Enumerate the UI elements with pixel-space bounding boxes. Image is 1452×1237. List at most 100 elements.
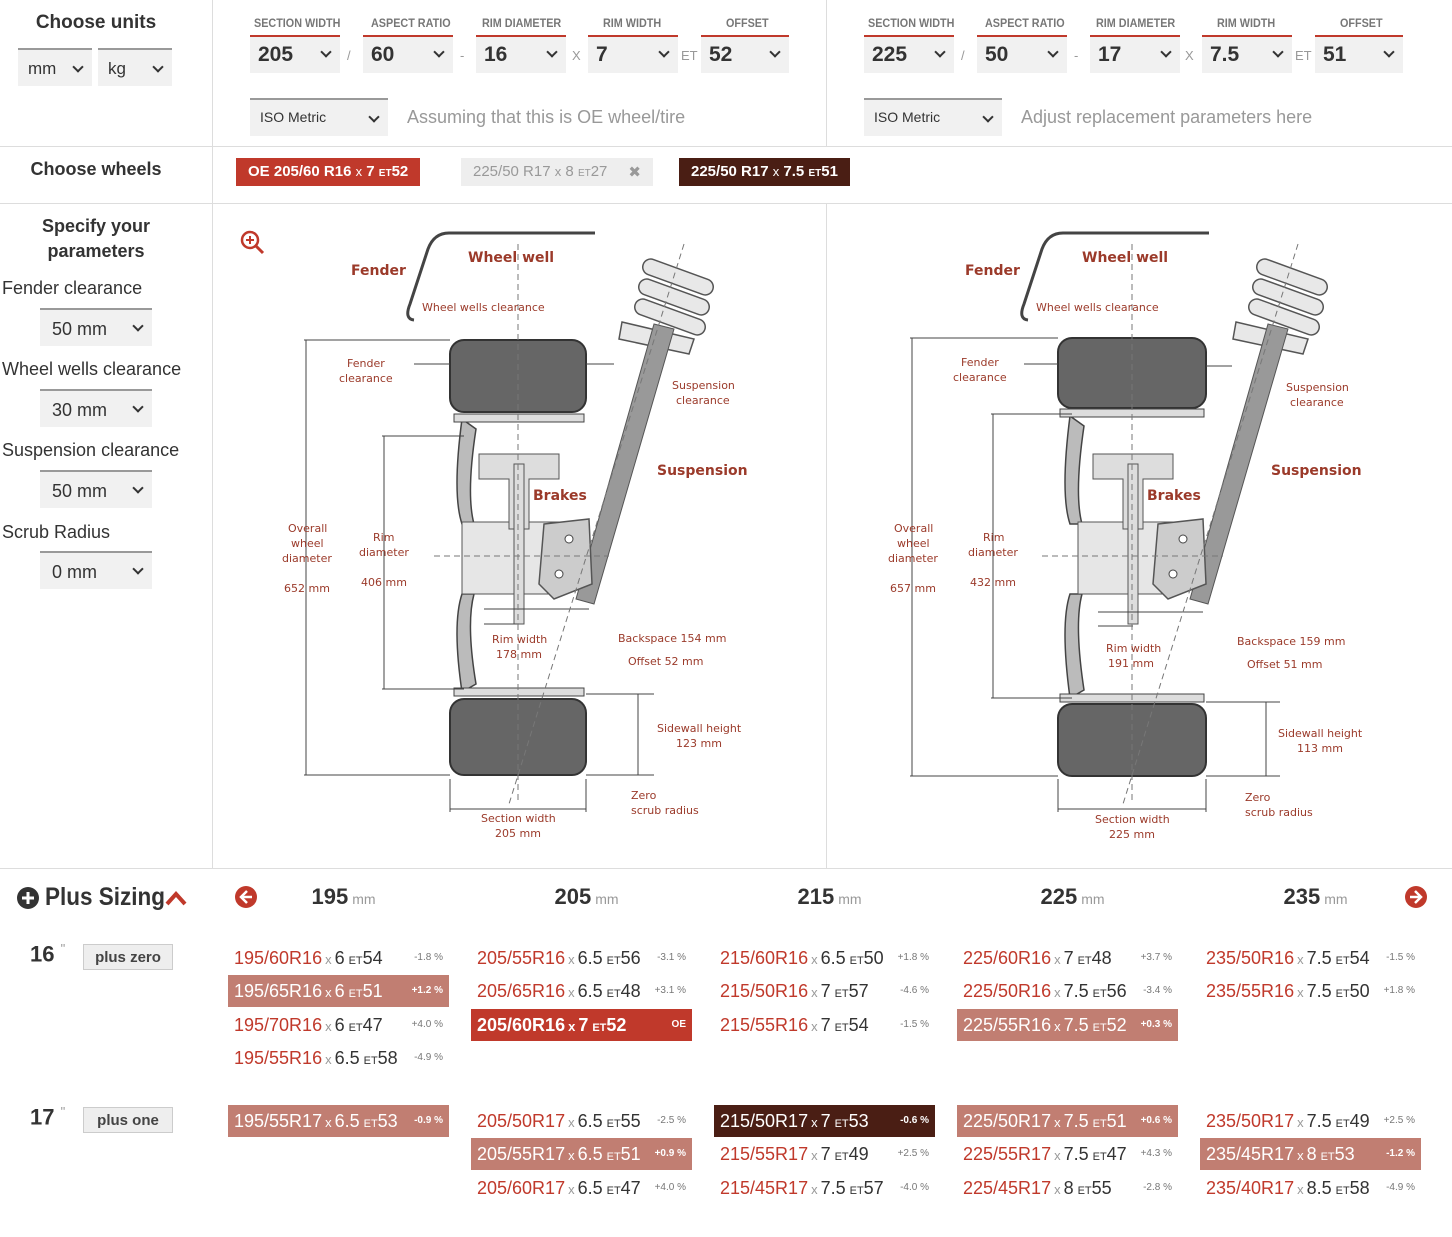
- weight-unit-select[interactable]: kg: [98, 48, 172, 86]
- wheel-chip-replacement[interactable]: 225/50 R17 x 7.5 ET51: [679, 158, 850, 186]
- fender-clearance-select[interactable]: 50 mm: [40, 308, 152, 346]
- rim-width: 6.5: [334, 1111, 360, 1131]
- zoom-in-icon[interactable]: [240, 230, 266, 256]
- aspect-ratio-value: 50: [985, 43, 1009, 66]
- chevron-up-icon[interactable]: [164, 889, 188, 907]
- arrow-right-icon[interactable]: [1405, 886, 1427, 908]
- rim-width: 6.5: [577, 1144, 603, 1164]
- offset-label: OFFSET: [1340, 16, 1383, 30]
- length-unit-select[interactable]: mm: [18, 48, 92, 86]
- plus-circle-icon[interactable]: [17, 887, 39, 909]
- offset-value: 52: [709, 43, 733, 66]
- offset: 56: [620, 948, 641, 968]
- offset: 55: [1091, 1178, 1112, 1198]
- close-icon[interactable]: ✖: [628, 164, 641, 181]
- chip-width: 7.5: [783, 163, 805, 180]
- rim-diameter-select[interactable]: 17: [1090, 35, 1180, 73]
- column-unit: mm: [352, 891, 376, 907]
- offset-select[interactable]: 51: [1315, 35, 1403, 73]
- chevron-down-icon: [320, 46, 332, 58]
- label-sidewall: Sidewall height: [657, 722, 742, 735]
- label-rim-2: diameter: [359, 546, 409, 559]
- label-rim-width: Rim width: [492, 633, 547, 646]
- suspension-clearance-select[interactable]: 50 mm: [40, 470, 152, 508]
- aspect-ratio-select[interactable]: 50: [977, 35, 1067, 73]
- wheel-chip-oe[interactable]: OE 205/60 R16 x 7 ET52: [236, 158, 421, 186]
- separator: -: [460, 48, 465, 63]
- plus-sizing-title[interactable]: Plus Sizing: [45, 883, 166, 911]
- offset: 53: [377, 1111, 398, 1131]
- standard-value: ISO Metric: [874, 109, 941, 125]
- scrub-radius-select[interactable]: 0 mm: [40, 551, 152, 589]
- rim-width: 7: [578, 1015, 589, 1035]
- rim-diameter-select[interactable]: 16: [476, 35, 566, 73]
- rim-width: 6: [334, 1015, 345, 1035]
- standard-select[interactable]: ISO Metric: [250, 98, 388, 136]
- wheel-drawing: [910, 231, 1329, 812]
- rim-width-select[interactable]: 7.5: [1202, 35, 1292, 73]
- label-offset: Offset 52 mm: [628, 655, 704, 668]
- diameter-change: OE: [671, 1019, 686, 1030]
- et-label: ET: [1077, 1185, 1092, 1197]
- tire-size: 235/45R17: [1206, 1144, 1295, 1164]
- inch-mark: ": [60, 1104, 66, 1119]
- wheel-chip-compare[interactable]: 225/50 R17 x 8 ET27 ✖: [461, 158, 653, 186]
- label-overall-2: wheel: [897, 537, 930, 550]
- et-label: ET: [1092, 988, 1107, 1000]
- wheel-wells-clearance-select[interactable]: 30 mm: [40, 389, 152, 427]
- rim-width: 6.5: [334, 1048, 360, 1068]
- rim-diameter-value: 406 mm: [361, 576, 407, 589]
- chevron-down-icon: [132, 482, 144, 494]
- times-sign: x: [1054, 1115, 1061, 1130]
- times-sign: x: [1297, 1148, 1304, 1163]
- section-width-value: 205: [258, 43, 294, 66]
- rim-width-select[interactable]: 7: [588, 35, 678, 73]
- aspect-ratio-select[interactable]: 60: [363, 35, 453, 73]
- section-width-select[interactable]: 225: [864, 35, 954, 73]
- label-brakes: Brakes: [1147, 488, 1201, 504]
- times-sign: x: [811, 1019, 818, 1034]
- arrow-left-icon[interactable]: [235, 886, 257, 908]
- chip-size: 225/50 R17: [473, 163, 551, 180]
- offset-select[interactable]: 52: [701, 35, 789, 73]
- tire-size: 205/60R17: [477, 1178, 566, 1198]
- label-overall-3: diameter: [282, 552, 332, 565]
- diameter-change: -0.6 %: [900, 1115, 929, 1126]
- label-suspension: Suspension: [1271, 463, 1362, 479]
- scrub-radius-label: Scrub Radius: [2, 522, 111, 542]
- section-width-select[interactable]: 205: [250, 35, 340, 73]
- chevron-down-icon: [546, 46, 558, 58]
- standard-select[interactable]: ISO Metric: [864, 98, 1002, 136]
- oe-hint: Assuming that this is OE wheel/tire: [407, 107, 686, 127]
- rim-width: 6.5: [577, 1178, 603, 1198]
